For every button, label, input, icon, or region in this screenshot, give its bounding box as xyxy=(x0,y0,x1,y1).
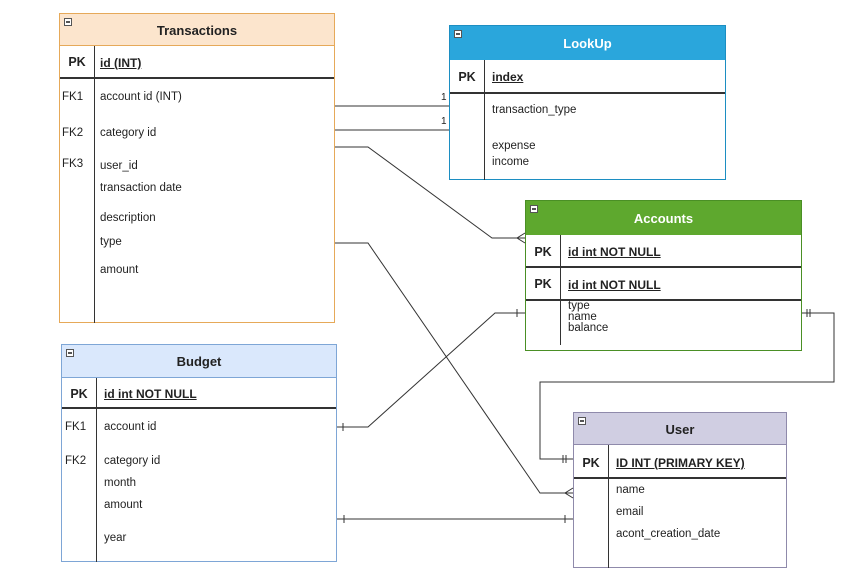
transactions-pk-field: id (INT) xyxy=(100,56,142,70)
transactions-field-description: description xyxy=(100,212,156,224)
crowfoot-marker xyxy=(516,232,526,244)
collapse-icon[interactable] xyxy=(578,417,586,425)
accounts-pk-row-2: PK id int NOT NULL xyxy=(526,268,801,301)
lookup-field-expense: expense xyxy=(492,140,536,152)
budget-field-year: year xyxy=(104,532,127,544)
budget-title: Budget xyxy=(176,354,222,369)
fk-label: FK3 xyxy=(62,158,84,170)
accounts-pk-row: PK id int NOT NULL xyxy=(526,235,801,268)
pk-label: PK xyxy=(70,387,88,401)
transactions-entity[interactable]: Transactions PK id (INT) FK1 account id … xyxy=(59,13,335,323)
collapse-icon[interactable] xyxy=(66,349,74,357)
link-accounts-user xyxy=(539,312,835,460)
fk-label: FK1 xyxy=(62,91,84,103)
transactions-field-user-id: user_id xyxy=(100,160,138,172)
link-transactions-accounts xyxy=(335,146,525,239)
cardinality-label: 1 xyxy=(441,116,447,127)
cardinality-label: 1 xyxy=(441,92,447,103)
user-header: User xyxy=(574,413,786,445)
collapse-icon[interactable] xyxy=(454,30,462,38)
transactions-field-transaction-date: transaction date xyxy=(100,182,182,194)
key-column-divider xyxy=(608,445,609,568)
collapse-icon[interactable] xyxy=(530,205,538,213)
link-transactions-user xyxy=(335,242,573,494)
user-entity[interactable]: User PK ID INT (PRIMARY KEY) name email … xyxy=(573,412,787,568)
pk-label: PK xyxy=(68,55,86,69)
budget-field-account-id: account id xyxy=(104,421,157,433)
budget-field-category-id: category id xyxy=(104,455,161,467)
lookup-entity[interactable]: LookUp PK index transaction_type expense… xyxy=(449,25,726,180)
budget-pk-field: id int NOT NULL xyxy=(104,387,197,401)
key-column-divider xyxy=(96,378,97,562)
budget-field-month: month xyxy=(104,477,136,489)
transactions-field-category-id: category id xyxy=(100,127,157,139)
collapse-icon[interactable] xyxy=(64,18,72,26)
accounts-pk-field-1: id int NOT NULL xyxy=(568,245,661,259)
accounts-title: Accounts xyxy=(633,211,694,226)
transactions-field-amount: amount xyxy=(100,264,139,276)
key-column-divider xyxy=(94,46,95,323)
accounts-header: Accounts xyxy=(526,201,801,235)
accounts-pk-field-2: id int NOT NULL xyxy=(568,278,661,292)
user-title: User xyxy=(665,422,695,437)
lookup-title: LookUp xyxy=(563,36,612,51)
accounts-entity[interactable]: Accounts PK id int NOT NULL PK id int NO… xyxy=(525,200,802,351)
transactions-field-account-id: account id (INT) xyxy=(100,91,182,103)
lookup-pk-field: index xyxy=(492,70,524,84)
transactions-header: Transactions xyxy=(60,14,334,46)
fk-label: FK2 xyxy=(62,127,84,139)
transactions-field-type: type xyxy=(100,236,122,248)
budget-field-amount: amount xyxy=(104,499,143,511)
lookup-header: LookUp xyxy=(450,26,725,60)
lookup-field-income: income xyxy=(492,156,530,168)
key-column-divider xyxy=(484,60,485,180)
crowfoot-marker xyxy=(564,487,574,499)
fk-label: FK2 xyxy=(65,455,87,467)
user-pk-row: PK ID INT (PRIMARY KEY) xyxy=(574,445,786,479)
pk-label: PK xyxy=(534,277,552,291)
budget-pk-row: PK id int NOT NULL xyxy=(62,378,336,409)
transactions-pk-row: PK id (INT) xyxy=(60,46,334,79)
link-budget-accounts xyxy=(337,312,525,428)
pk-label: PK xyxy=(534,245,552,259)
user-field-name: name xyxy=(616,484,645,496)
user-field-email: email xyxy=(616,506,644,518)
user-pk-field: ID INT (PRIMARY KEY) xyxy=(616,456,745,470)
user-field-acont-creation-date: acont_creation_date xyxy=(616,528,721,540)
pk-label: PK xyxy=(458,70,476,84)
accounts-field-name: name xyxy=(568,311,597,323)
pk-label: PK xyxy=(582,456,600,470)
fk-label: FK1 xyxy=(65,421,87,433)
accounts-field-type: type xyxy=(568,300,590,312)
transactions-title: Transactions xyxy=(156,23,238,38)
accounts-field-balance: balance xyxy=(568,322,609,334)
lookup-field-transaction-type: transaction_type xyxy=(492,104,577,116)
lookup-pk-row: PK index xyxy=(450,60,725,94)
budget-entity[interactable]: Budget PK id int NOT NULL FK1 account id… xyxy=(61,344,337,562)
budget-header: Budget xyxy=(62,345,336,378)
key-column-divider xyxy=(560,235,561,345)
